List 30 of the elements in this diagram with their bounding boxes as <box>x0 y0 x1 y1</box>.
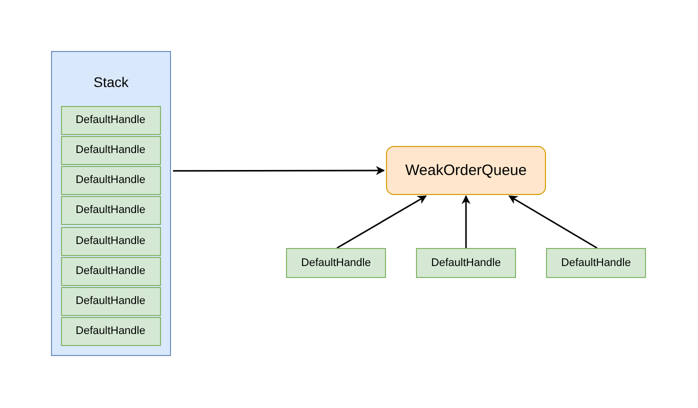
node-label: DefaultHandle <box>76 295 146 307</box>
node-label: DefaultHandle <box>76 204 146 216</box>
stack-container <box>51 51 171 356</box>
node-label: DefaultHandle <box>431 257 501 269</box>
arrow <box>173 166 385 176</box>
handle-box <box>60 166 160 194</box>
handle-box <box>60 196 160 224</box>
handle-box <box>546 248 646 278</box>
node-label: DefaultHandle <box>561 257 631 269</box>
node-label: DefaultHandle <box>301 257 371 269</box>
node-label: DefaultHandle <box>76 325 146 337</box>
arrow <box>462 195 470 248</box>
node-label: WeakOrderQueue <box>405 162 527 179</box>
queue-box <box>386 146 546 195</box>
handle-box <box>60 256 160 286</box>
handle-box <box>60 226 160 256</box>
arrow <box>508 195 598 249</box>
handle-box <box>286 248 386 278</box>
node-label: DefaultHandle <box>76 144 146 156</box>
node-label: DefaultHandle <box>76 114 146 126</box>
node-label: DefaultHandle <box>76 235 146 247</box>
node-label: DefaultHandle <box>76 174 146 186</box>
handle-box <box>60 136 160 164</box>
handle-box <box>60 106 160 134</box>
node-label: DefaultHandle <box>76 265 146 277</box>
handle-box <box>416 248 516 278</box>
arrow <box>336 195 427 249</box>
node-label: Stack <box>93 74 128 90</box>
handle-box <box>60 316 160 346</box>
handle-box <box>60 286 160 316</box>
